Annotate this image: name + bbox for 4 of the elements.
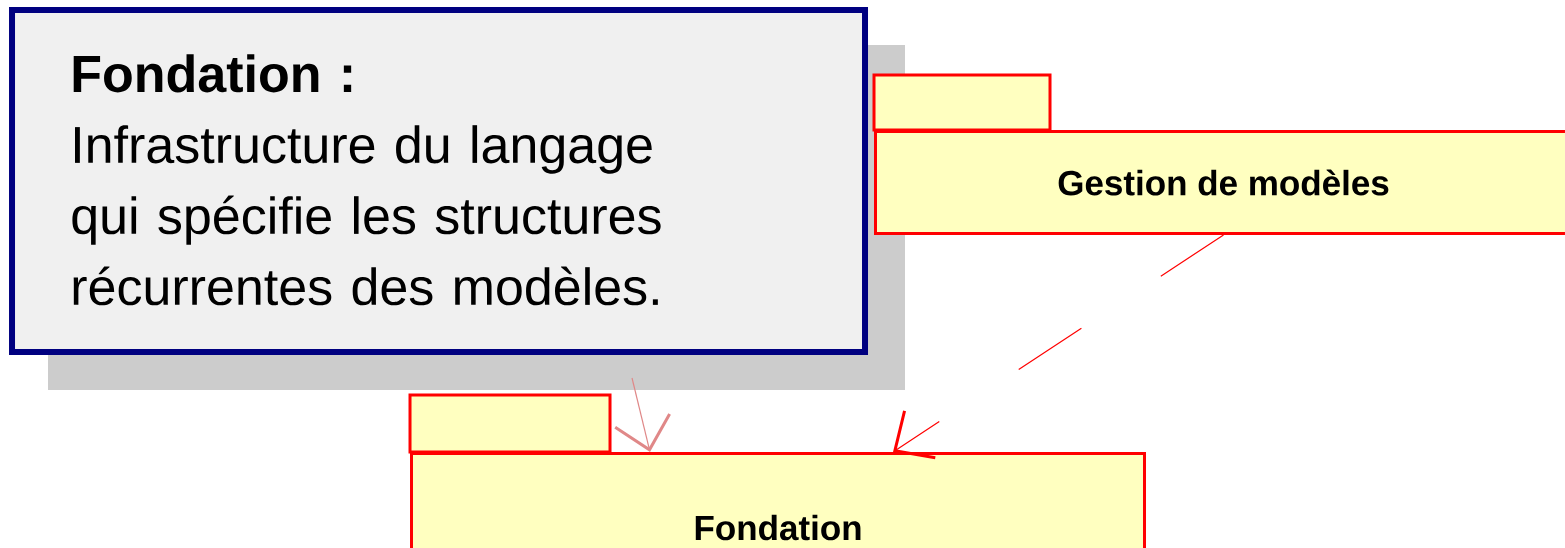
dependency-arrow: [893, 234, 1225, 460]
callout-box: Fondation : Infrastructure du langage qui spécifie les structures récurrentes des modèles.: [9, 7, 868, 355]
package-box: Fondation: [408, 393, 1146, 548]
package-box: Gestion de modèles: [872, 73, 1565, 235]
